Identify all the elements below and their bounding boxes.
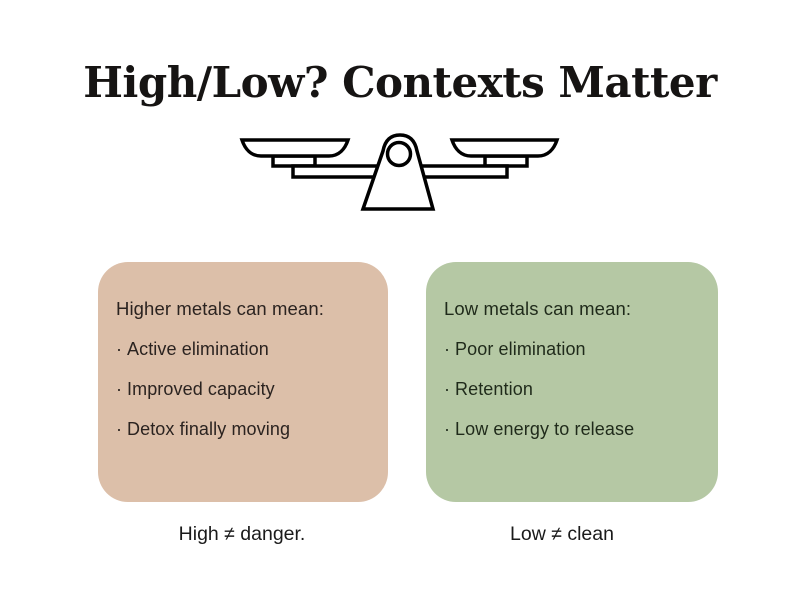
bullet-dot: · <box>444 418 451 439</box>
card-high-metals: Higher metals can mean: · Active elimina… <box>98 262 388 502</box>
card-low-metals: Low metals can mean: · Poor elimination … <box>426 262 718 502</box>
page-title: High/Low? Contexts Matter <box>83 58 717 107</box>
balance-scale-icon <box>239 133 560 211</box>
caption-high: High ≠ danger. <box>178 523 306 545</box>
list-item: · Low energy to release <box>444 418 634 440</box>
bullet-dot: · <box>116 338 123 359</box>
card-heading-high: Higher metals can mean: <box>116 298 324 319</box>
list-item: · Improved capacity <box>116 378 290 400</box>
bullet-dot: · <box>444 378 451 399</box>
list-item: · Poor elimination <box>444 338 634 360</box>
bullet-dot: · <box>116 418 123 439</box>
bullet-dot: · <box>116 378 123 399</box>
card-heading-low: Low metals can mean: <box>444 298 632 319</box>
caption-low: Low ≠ clean <box>510 523 614 545</box>
bullet-text: Detox finally moving <box>127 418 291 439</box>
bullet-list-high: · Active elimination · Improved capacity… <box>116 338 290 458</box>
scale-pivot-hole <box>385 140 413 168</box>
bullet-text: Poor elimination <box>455 338 586 359</box>
bullet-list-low: · Poor elimination · Retention · Low ene… <box>444 338 634 458</box>
scale-right-pan <box>449 138 560 158</box>
bullet-text: Retention <box>455 378 533 399</box>
list-item: · Retention <box>444 378 634 400</box>
bullet-text: Improved capacity <box>127 378 275 399</box>
scale-left-pan <box>239 138 351 158</box>
scale-post <box>360 133 436 211</box>
bullet-text: Active elimination <box>127 338 269 359</box>
bullet-dot: · <box>444 338 451 359</box>
scale-right-beam <box>410 164 509 179</box>
list-item: · Detox finally moving <box>116 418 290 440</box>
bullet-text: Low energy to release <box>455 418 635 439</box>
list-item: · Active elimination <box>116 338 290 360</box>
